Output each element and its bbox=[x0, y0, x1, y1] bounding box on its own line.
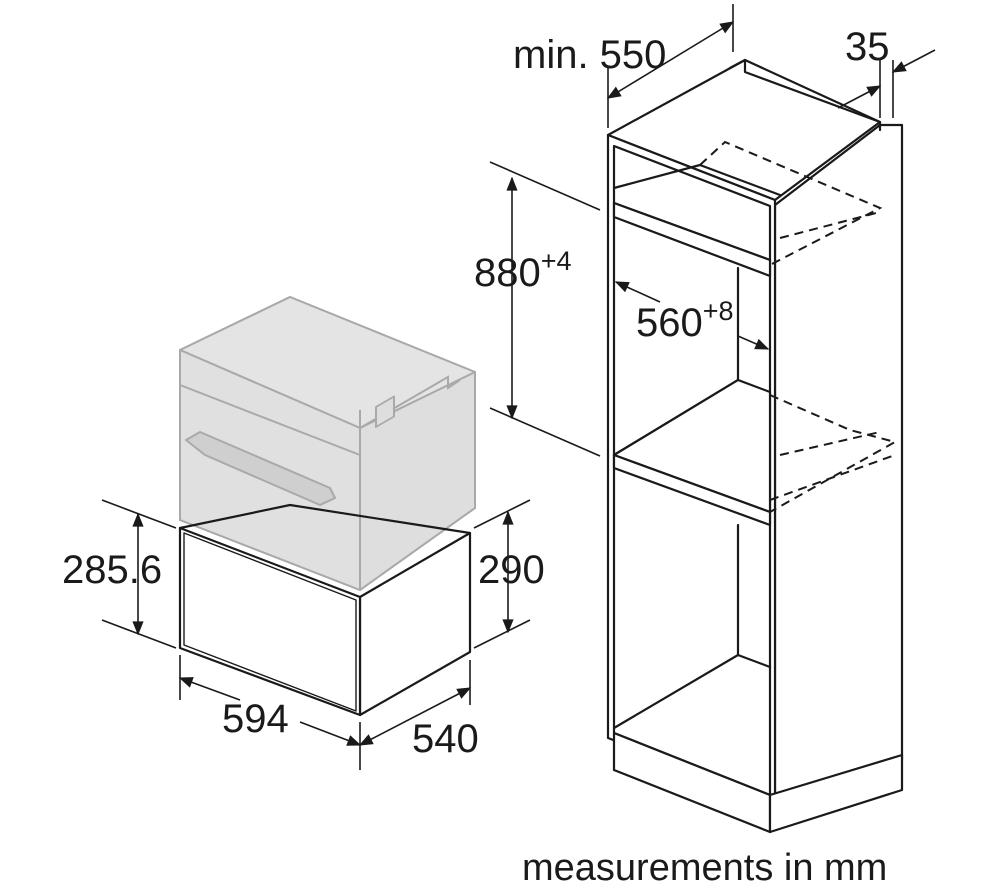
label-drawer-height: 290 bbox=[478, 548, 545, 592]
dimension-drawer-height: 290 bbox=[473, 499, 545, 649]
label-panel-thickness: 35 bbox=[845, 25, 890, 69]
label-drawer-width: 594 bbox=[222, 697, 289, 741]
dimension-drawer-front-height: 285.6 bbox=[62, 499, 177, 649]
label-niche-width: 560+8 bbox=[636, 296, 734, 345]
dimension-panel-thickness: 35 bbox=[837, 25, 936, 118]
warming-drawer bbox=[178, 503, 472, 717]
dimension-niche-height: 880+4 bbox=[474, 161, 601, 457]
tall-cabinet bbox=[606, 58, 904, 834]
cabinet-right-side bbox=[773, 123, 904, 804]
caption-units: measurements in mm bbox=[522, 847, 887, 887]
label-cabinet-depth: min. 550 bbox=[513, 33, 666, 77]
label-drawer-front-height: 285.6 bbox=[62, 548, 162, 592]
oven-handle bbox=[185, 431, 336, 506]
dimension-drawer-width: 594 bbox=[178, 655, 362, 770]
cabinet-upper-shelf bbox=[612, 201, 772, 278]
label-niche-height: 880+4 bbox=[474, 246, 572, 295]
oven-ghost bbox=[179, 296, 476, 591]
cabinet-niche-floor bbox=[612, 453, 772, 527]
dimension-cabinet-depth: min. 550 bbox=[513, 4, 735, 128]
dimension-drawer-depth: 540 bbox=[358, 660, 479, 761]
hidden-shelf-lower bbox=[769, 394, 898, 513]
hidden-shelf-upper bbox=[699, 140, 883, 266]
label-drawer-depth: 540 bbox=[412, 717, 479, 761]
dimension-niche-width: 560+8 bbox=[614, 281, 770, 350]
